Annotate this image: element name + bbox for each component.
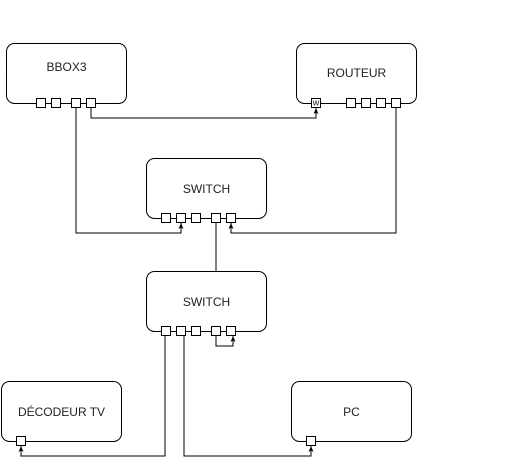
arrow-head bbox=[178, 223, 184, 229]
node-pc: PC bbox=[291, 381, 412, 446]
port bbox=[191, 213, 201, 223]
node-label: DÉCODEUR TV bbox=[18, 404, 105, 419]
node-decodeur-tv: DÉCODEUR TV bbox=[1, 381, 122, 446]
wire-routeur-switch1 bbox=[230, 108, 397, 234]
port bbox=[176, 213, 186, 223]
arrow-head bbox=[308, 446, 314, 452]
port bbox=[211, 326, 221, 336]
wire-switch2-pc bbox=[183, 336, 312, 457]
port bbox=[226, 326, 236, 336]
node-box bbox=[146, 158, 267, 219]
port bbox=[226, 213, 236, 223]
port bbox=[161, 326, 171, 336]
port bbox=[361, 98, 371, 108]
node-box bbox=[291, 381, 412, 442]
node-box bbox=[296, 43, 417, 104]
port bbox=[161, 213, 171, 223]
port bbox=[391, 98, 401, 108]
wire-switch2-loop bbox=[215, 336, 234, 347]
arrow-head bbox=[313, 108, 319, 114]
node-switch2: SWITCH bbox=[146, 271, 267, 336]
node-switch1: SWITCH bbox=[146, 158, 267, 223]
node-bbox3: BBOX3 bbox=[6, 43, 127, 108]
port bbox=[86, 98, 96, 108]
port-label: W bbox=[313, 100, 320, 107]
node-label: SWITCH bbox=[183, 295, 230, 309]
connections bbox=[18, 108, 397, 457]
wire-bbox3-switch1 bbox=[75, 108, 182, 234]
node-label: PC bbox=[343, 405, 360, 419]
port bbox=[71, 98, 81, 108]
node-box bbox=[6, 43, 127, 104]
arrow-head bbox=[230, 336, 236, 342]
port bbox=[376, 98, 386, 108]
node-box bbox=[1, 381, 122, 442]
wire-switch2-decodeur bbox=[20, 336, 166, 457]
port bbox=[36, 98, 46, 108]
port bbox=[16, 436, 26, 446]
node-label: SWITCH bbox=[183, 182, 230, 196]
node-routeur: ROUTEUR W bbox=[296, 43, 417, 108]
port bbox=[306, 436, 316, 446]
node-label: BBOX3 bbox=[46, 60, 86, 74]
arrow-head bbox=[228, 223, 234, 229]
port bbox=[346, 98, 356, 108]
node-box bbox=[146, 271, 267, 332]
wire-bbox3-routeur bbox=[90, 108, 317, 119]
node-label: ROUTEUR bbox=[327, 66, 387, 80]
port bbox=[176, 326, 186, 336]
arrow-head bbox=[18, 446, 24, 452]
port-wan bbox=[311, 98, 321, 108]
port bbox=[51, 98, 61, 108]
port bbox=[211, 213, 221, 223]
port bbox=[191, 326, 201, 336]
